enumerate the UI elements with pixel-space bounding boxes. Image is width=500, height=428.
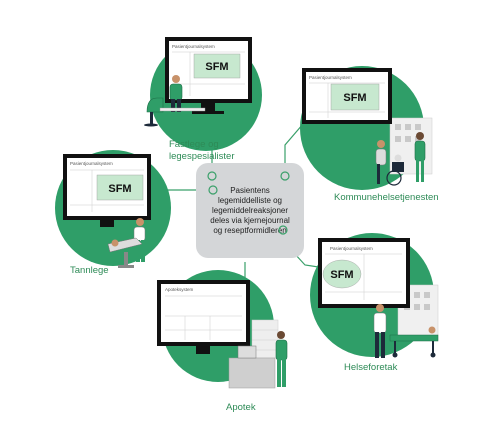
shelf: [251, 319, 279, 359]
screen-title: Apoteksystem: [165, 287, 194, 292]
monitor-base: [192, 111, 224, 114]
hub-dot: [278, 225, 288, 235]
node-label-line: Helseforetak: [344, 362, 398, 373]
screen-title: Pasientjournalsystem: [172, 44, 215, 49]
hub-line-1: Pasientens: [230, 186, 270, 195]
node-fastlege: Pasientjournalsystem SFM Fastlege og leg…: [144, 37, 262, 162]
nurse-with-wheelchair-icon: [375, 132, 426, 186]
node-tannlege: Pasientjournalsystem SFM Tannlege: [55, 150, 171, 276]
node-helseforetak: Pasientjournalsystem SFM Helseforetak: [310, 233, 439, 373]
monitor-stand: [196, 346, 210, 354]
sfm-box: [322, 259, 362, 289]
node-apotek: Apoteksystem Apotek: [157, 270, 288, 413]
center-hub: Pasientens legemiddelliste og legemiddel…: [196, 163, 304, 258]
sfm-label: SFM: [343, 92, 366, 104]
node-label-line: Kommunehelsetjenesten: [334, 192, 439, 203]
monitor-screen: [161, 284, 246, 342]
hub-dot: [208, 185, 218, 195]
sfm-label: SFM: [205, 61, 228, 73]
sfm-box: [193, 53, 241, 79]
hub-dot: [207, 171, 217, 181]
screen-title: Pasientjournalsystem: [309, 75, 352, 80]
sfm-box: [96, 174, 144, 201]
hub-line-5: og reseptformidleren: [213, 226, 286, 235]
dentist-chair-icon: [107, 218, 146, 268]
screen-title: Pasientjournalsystem: [330, 246, 373, 251]
doctor-at-desk-icon: [144, 75, 206, 127]
monitor-stand: [201, 103, 215, 111]
monitor-stand: [100, 220, 114, 227]
hub-dot: [280, 171, 290, 181]
sfm-label: SFM: [330, 269, 353, 281]
sfm-box: [330, 83, 380, 111]
sfm-label: SFM: [108, 183, 131, 195]
hub-line-2: legemiddelliste og: [218, 196, 282, 205]
node-label-line: Tannlege: [70, 265, 109, 276]
node-label-line: Apotek: [226, 402, 256, 413]
screen-title: Pasientjournalsystem: [70, 161, 113, 166]
hub-line-4: deles via kjernejournal: [210, 216, 290, 225]
node-label-line: legespesialister: [169, 151, 234, 162]
node-label-line: Fastlege og: [169, 139, 219, 150]
doctor-with-hospital-bed-icon: [373, 304, 439, 358]
hub-box: [196, 163, 304, 258]
hub-line-3: legemiddelreaksjoner: [212, 206, 288, 215]
pharmacist-at-counter-icon: [228, 331, 288, 389]
node-kommune: Pasientjournalsystem SFM Kommunehelsetje…: [300, 66, 439, 203]
